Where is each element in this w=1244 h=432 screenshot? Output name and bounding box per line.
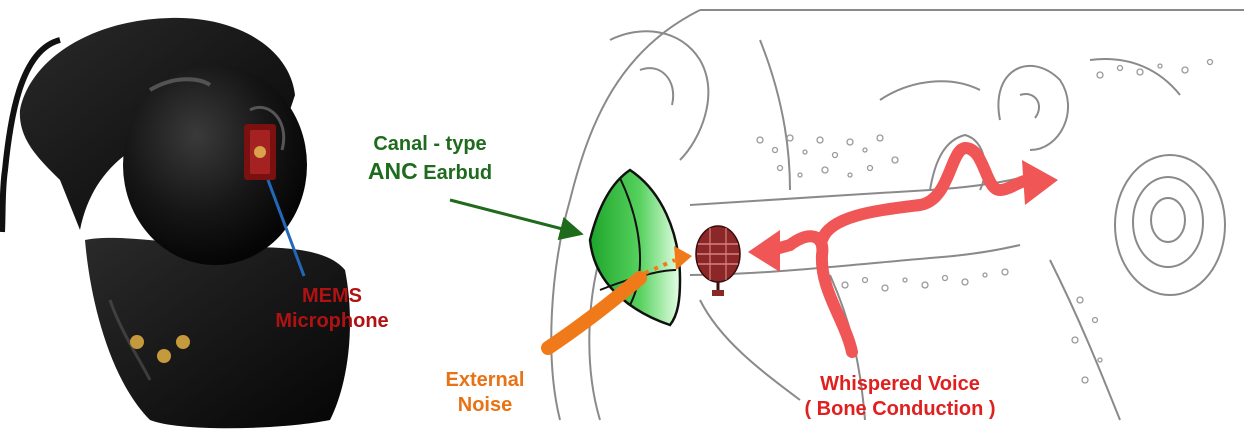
mems-label-line2: Microphone <box>262 309 402 334</box>
mems-microphone-chip <box>244 124 276 180</box>
anc-label-rest: Earbud <box>418 162 492 184</box>
whispered-voice-label: Whispered Voice ( Bone Conduction ) <box>755 372 1045 422</box>
voice-arrowhead-right <box>1022 160 1058 205</box>
noise-arrowhead <box>674 246 692 270</box>
mems-microphone-label: MEMS Microphone <box>262 284 402 334</box>
bone-texture-dots <box>757 60 1213 384</box>
noise-label-line1: External <box>410 368 560 393</box>
voice-label-line1: Whispered Voice <box>755 372 1045 397</box>
mems-label-line1: MEMS <box>262 284 402 309</box>
voice-label-line2: ( Bone Conduction ) <box>755 397 1045 422</box>
noise-label-line2: Noise <box>410 393 560 418</box>
vintage-microphone-icon <box>696 226 740 296</box>
bone-conduction-path <box>748 148 1058 352</box>
voice-arrowhead-left <box>748 230 780 272</box>
external-noise-label: External Noise <box>410 368 560 418</box>
anc-earbud-label: Canal - type ANC Earbud <box>330 132 530 186</box>
anc-label-strong: ANC <box>368 158 418 184</box>
anc-label-line2: ANC Earbud <box>330 157 530 186</box>
anc-label-line1: Canal - type <box>330 132 530 157</box>
anc-pointer-arrow <box>450 200 578 233</box>
earbud-photo <box>2 18 350 428</box>
